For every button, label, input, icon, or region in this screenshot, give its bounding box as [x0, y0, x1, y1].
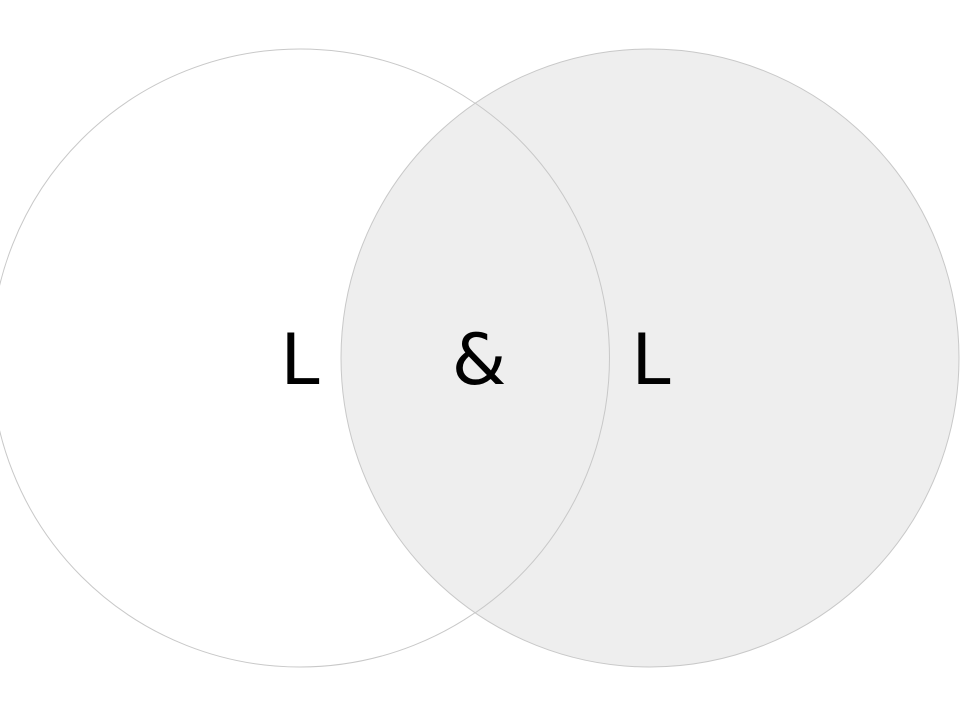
right-letter: L: [632, 319, 671, 401]
right-circle: [340, 48, 960, 668]
left-circle-outline-overlap: [474, 102, 610, 614]
left-letter: L: [281, 319, 320, 401]
center-ampersand: &: [452, 319, 507, 401]
